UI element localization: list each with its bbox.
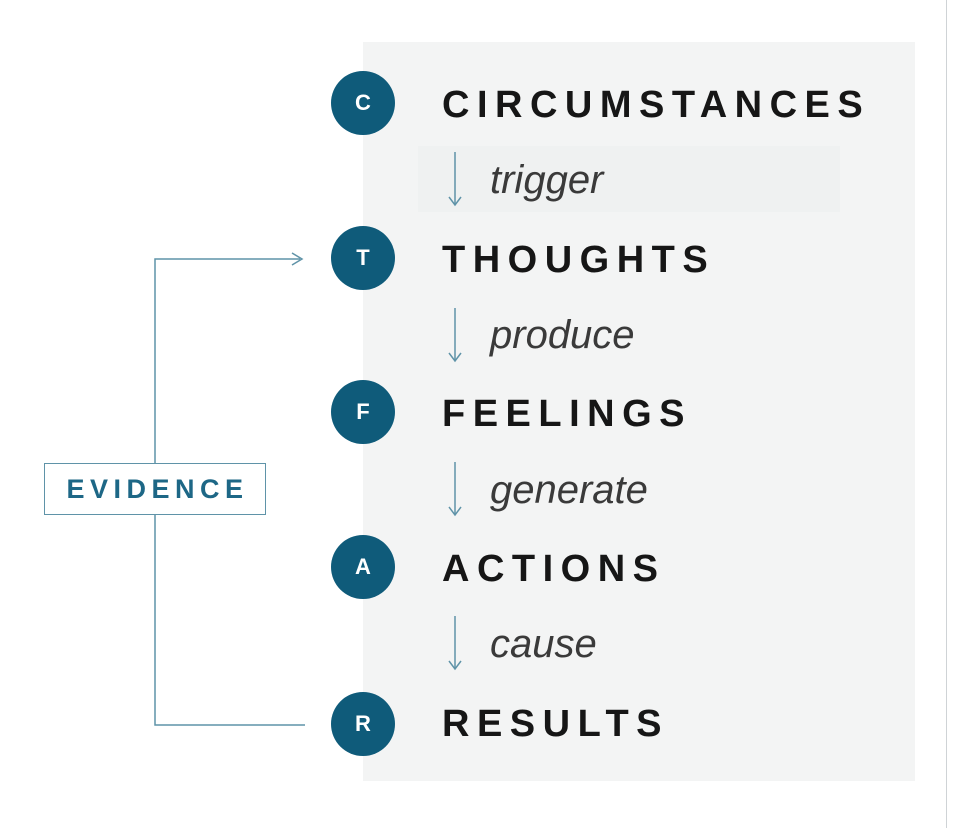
badge-f: F bbox=[331, 380, 395, 444]
badge-c: C bbox=[331, 71, 395, 135]
verb-generate: generate bbox=[490, 468, 648, 512]
down-arrow-icon bbox=[448, 152, 462, 207]
badge-a: A bbox=[331, 535, 395, 599]
badge-t-letter: T bbox=[356, 245, 370, 270]
trigger-highlight-band bbox=[418, 146, 840, 212]
badge-f-letter: F bbox=[356, 399, 370, 424]
verb-produce: produce bbox=[490, 313, 635, 357]
badge-c-letter: C bbox=[355, 90, 371, 115]
evidence-line-down bbox=[154, 515, 305, 726]
evidence-line-up bbox=[154, 258, 300, 463]
evidence-box: EVIDENCE bbox=[44, 463, 266, 515]
evidence-arrowhead bbox=[291, 252, 304, 266]
step-feelings: FEELINGS bbox=[442, 393, 693, 435]
badge-r-letter: R bbox=[355, 711, 371, 736]
verb-cause: cause bbox=[490, 622, 597, 666]
step-thoughts: THOUGHTS bbox=[442, 239, 716, 281]
down-arrow-icon bbox=[448, 308, 462, 363]
down-arrow-icon bbox=[448, 462, 462, 517]
badge-a-letter: A bbox=[355, 554, 371, 579]
step-results: RESULTS bbox=[442, 703, 670, 745]
step-circumstances: CIRCUMSTANCES bbox=[442, 84, 871, 126]
verb-trigger: trigger bbox=[490, 158, 604, 202]
down-arrow-icon bbox=[448, 616, 462, 671]
badge-r: R bbox=[331, 692, 395, 756]
right-edge-line bbox=[946, 0, 947, 828]
badge-t: T bbox=[331, 226, 395, 290]
evidence-label: EVIDENCE bbox=[66, 473, 249, 504]
step-actions: ACTIONS bbox=[442, 548, 666, 590]
